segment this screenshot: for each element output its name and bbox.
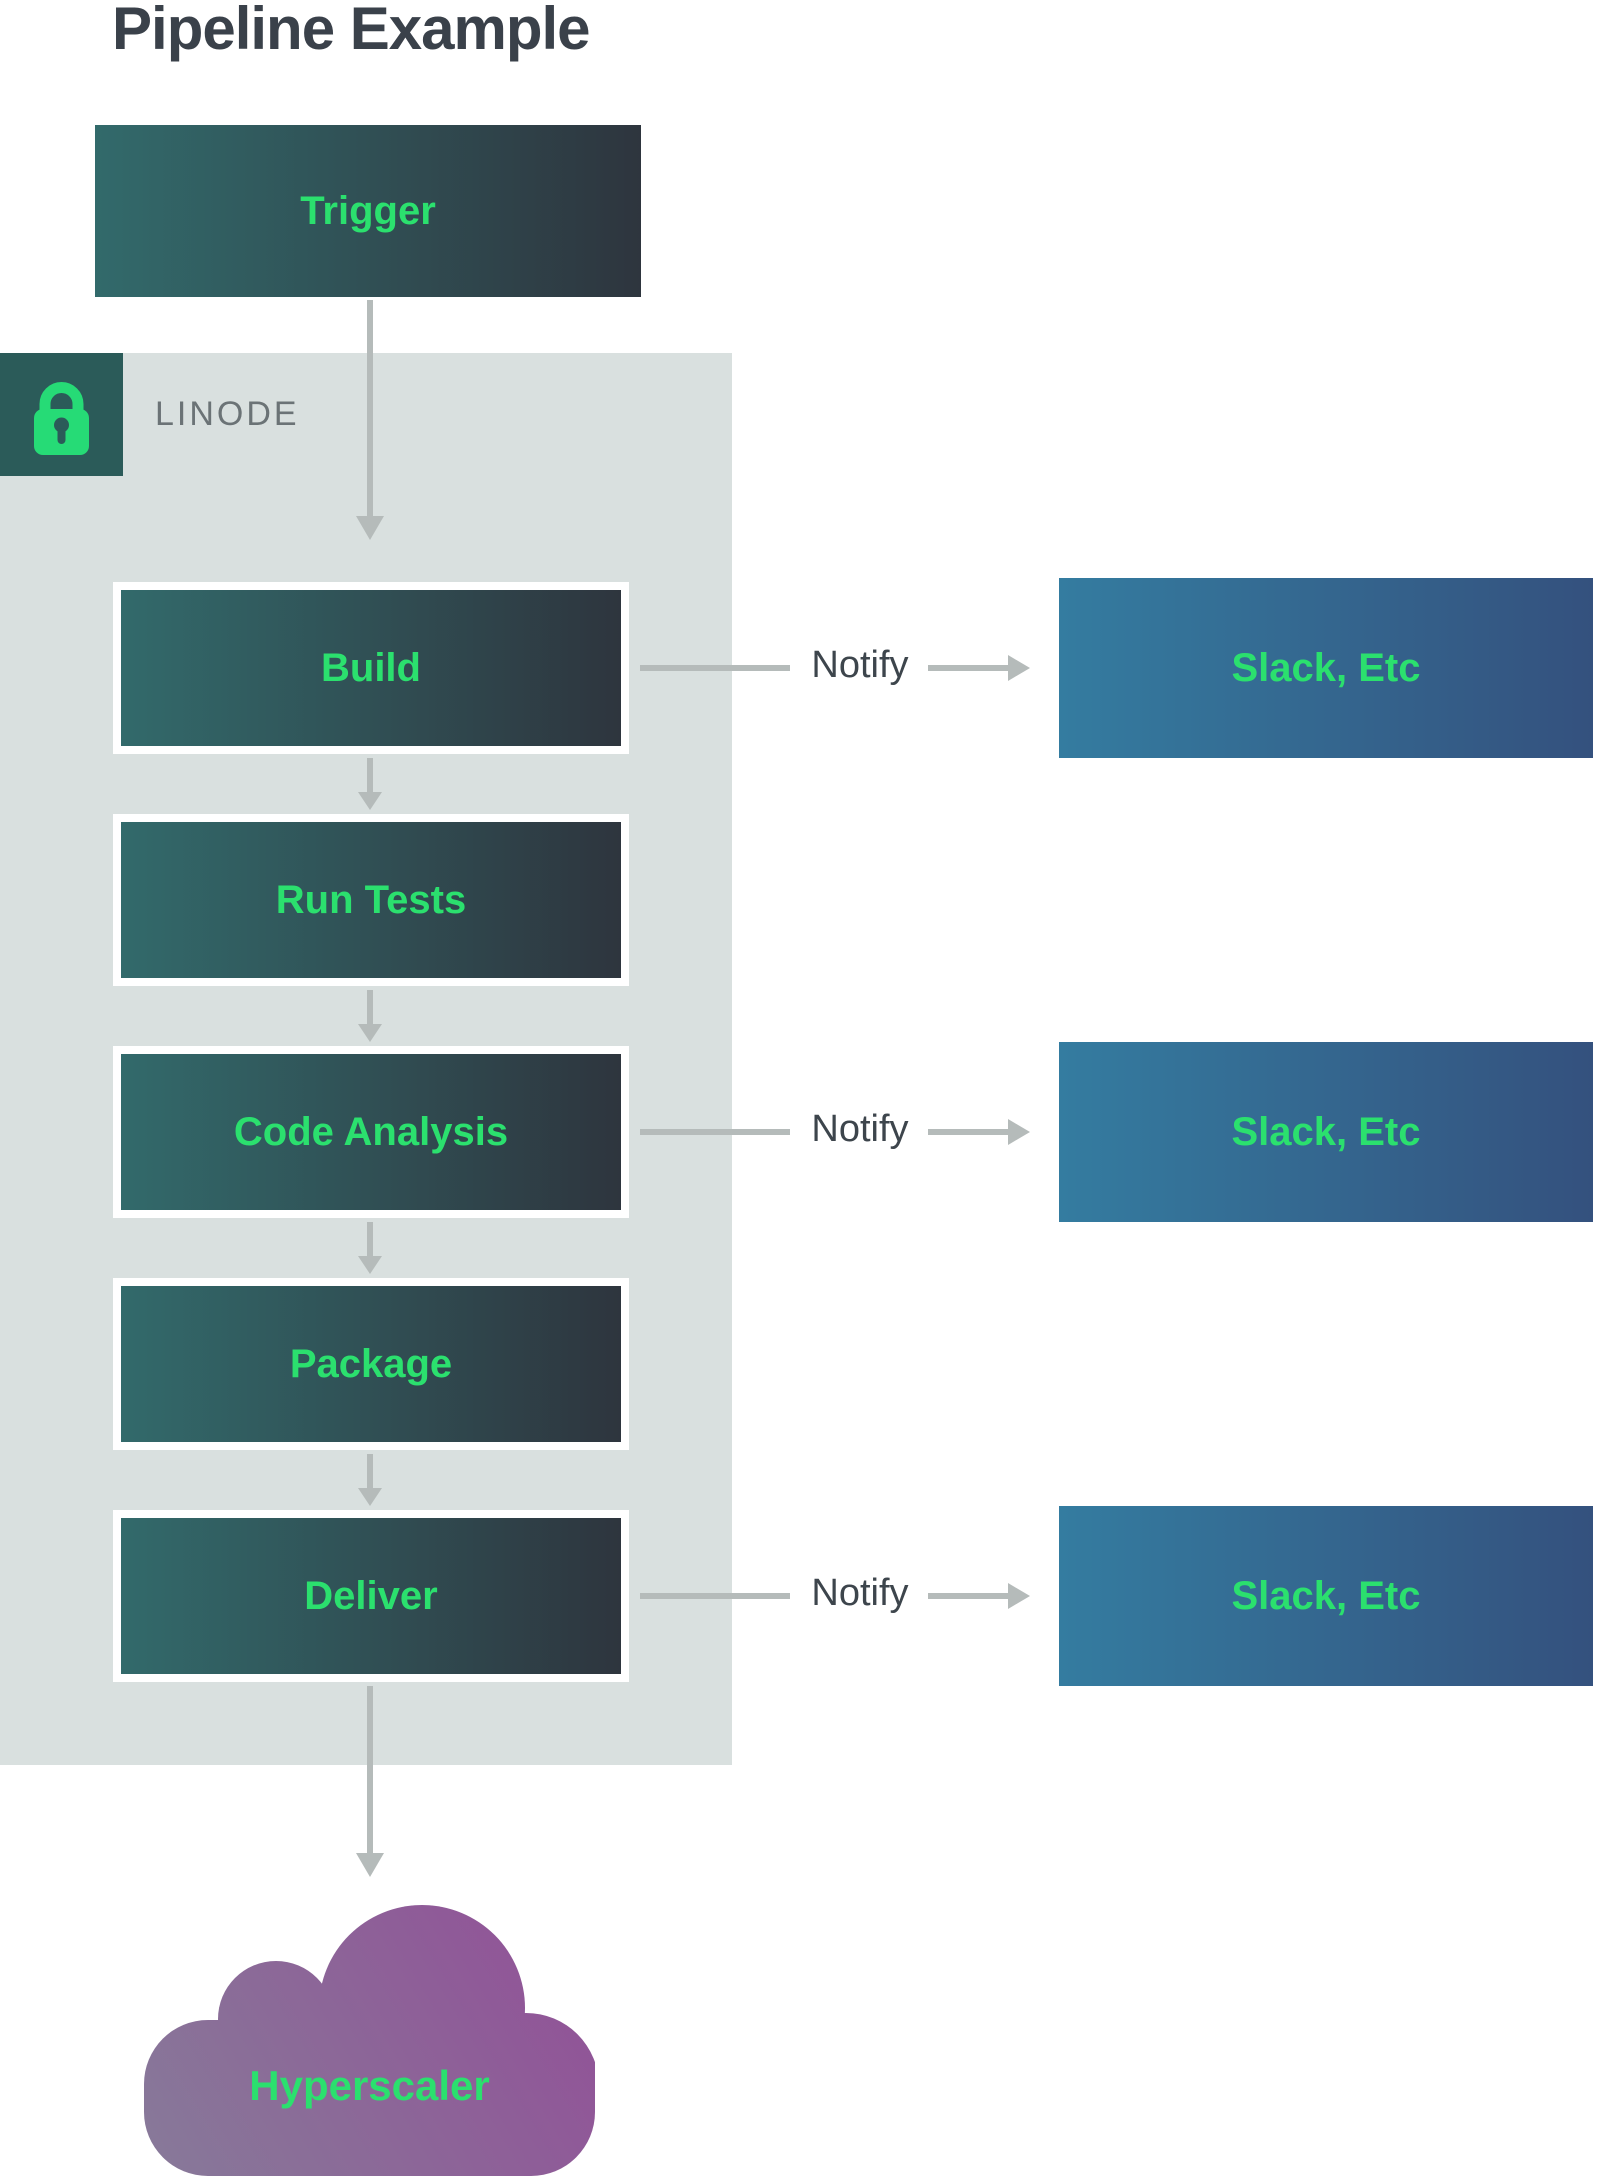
notify-label: Notify [811, 644, 909, 686]
lock-badge [0, 353, 123, 476]
slack-node-deliver: Slack, Etc [1059, 1506, 1593, 1686]
stage-box-code-analysis: Code Analysis [113, 1046, 629, 1218]
stage-box-package: Package [113, 1278, 629, 1450]
arrow-head-icon [356, 1853, 384, 1877]
lock-icon [34, 382, 89, 455]
stage-box-run-tests: Run Tests [113, 814, 629, 986]
platform-label: LINODE [155, 395, 300, 433]
arrow-stem [367, 300, 373, 518]
arrow-stem [367, 990, 373, 1024]
arrow-stem [367, 1454, 373, 1488]
slack-node-build: Slack, Etc [1059, 578, 1593, 758]
stage-box-run-tests-surface: Run Tests [121, 822, 621, 978]
cloud-label: Hyperscaler [249, 2062, 490, 2109]
hyperscaler-cloud: Hyperscaler [144, 1904, 599, 2176]
stage-box-deliver: Deliver [113, 1510, 629, 1682]
slack-label: Slack, Etc [1231, 1109, 1421, 1154]
stage-box-build-surface: Build [121, 590, 621, 746]
notify-line [640, 1129, 790, 1135]
stage-label-run-tests: Run Tests [275, 877, 467, 922]
arrow-head-icon [358, 1256, 382, 1274]
cloud-icon [144, 1905, 599, 2176]
arrow-stem [367, 1222, 373, 1256]
page-title: Pipeline Example [112, 0, 591, 62]
stage-box-package-surface: Package [121, 1286, 621, 1442]
stage-box-deliver-surface: Deliver [121, 1518, 621, 1674]
stage-box-code-analysis-surface: Code Analysis [121, 1054, 621, 1210]
arrow-stem [367, 1686, 373, 1853]
stage-label-deliver: Deliver [304, 1573, 438, 1618]
arrow-stem [367, 758, 373, 792]
notify-label: Notify [811, 1572, 909, 1614]
slack-node-code-analysis: Slack, Etc [1059, 1042, 1593, 1222]
trigger-node: Trigger [95, 125, 641, 297]
notify-arrow-head-icon [1008, 1583, 1030, 1609]
arrow-head-icon [358, 1024, 382, 1042]
arrow-head-icon [356, 516, 384, 540]
notify-arrow-stem [928, 1129, 1008, 1135]
stage-label-code-analysis: Code Analysis [233, 1109, 509, 1154]
arrow-head-icon [358, 792, 382, 810]
trigger-label: Trigger [300, 188, 436, 233]
stage-box-build: Build [113, 582, 629, 754]
notify-arrow-head-icon [1008, 655, 1030, 681]
notify-label: Notify [811, 1108, 909, 1150]
arrow-head-icon [358, 1488, 382, 1506]
notify-line [640, 665, 790, 671]
stage-label-build: Build [321, 645, 421, 690]
notify-arrow-head-icon [1008, 1119, 1030, 1145]
slack-label: Slack, Etc [1231, 1573, 1421, 1618]
slack-label: Slack, Etc [1231, 645, 1421, 690]
stage-label-package: Package [289, 1341, 453, 1386]
notify-line [640, 1593, 790, 1599]
notify-arrow-stem [928, 1593, 1008, 1599]
notify-arrow-stem [928, 665, 1008, 671]
